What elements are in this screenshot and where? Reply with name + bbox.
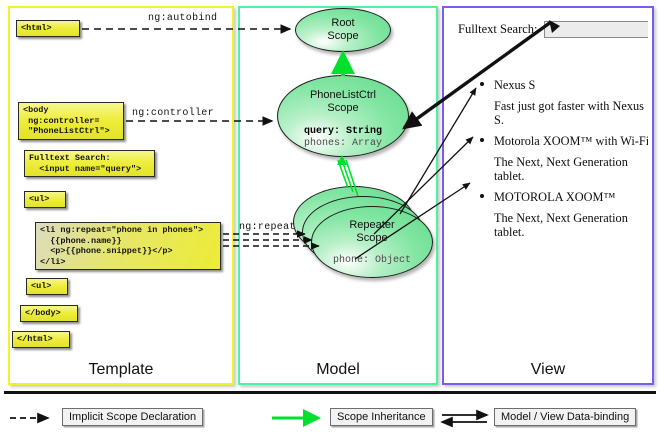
legend-item-scope-inheritance: Scope Inheritance [330,408,433,426]
bullet-icon [480,194,484,198]
scope-phonelistctrl-prop-phones: phones: Array [303,138,382,149]
template-box-fulltext-search: Fulltext Search: <input name="query"> [24,150,155,177]
template-box-ul-close: <ul> [26,278,68,295]
connector-label-autobind: ng:autobind [148,13,218,24]
template-box-html-open: <html> [16,20,80,37]
legend-item-implicit-scope-declaration: Implicit Scope Declaration [62,408,204,426]
list-item-title: MOTOROLA XOOM™ [494,190,616,204]
connector-label-repeat: ng:repeat [239,222,296,233]
view-phone-list: Nexus S Fast just got faster with Nexus … [480,78,648,246]
scope-root-title-2: Scope [327,30,359,42]
view-panel-content: Fulltext Search: Nexus S Fast just got f… [444,8,648,379]
template-box-li-repeat: <li ng:repeat="phone in phones"> {{phone… [35,222,221,270]
scope-repeater-title-1: Repeater [349,219,395,231]
scope-repeater-title-2: Scope [356,232,388,244]
scope-repeater: Repeater Scope phone: Object [311,206,433,278]
list-item-snippet: The Next, Next Generation tablet. [494,211,628,239]
legend: Implicit Scope Declaration Scope Inherit… [0,405,660,431]
list-item-title: Motorola XOOM™ with Wi-Fi [494,134,648,148]
scope-root: Root Scope [295,8,391,52]
column-label-view: View [530,361,566,378]
view-search-input[interactable] [544,21,648,38]
list-item-title: Nexus S [494,78,536,92]
template-box-html-close: </html> [12,331,70,348]
scope-phonelistctrl-title-2: Scope [327,102,359,114]
bullet-icon [480,82,484,86]
template-box-body-open: <body ng:controller= "PhoneListCtrl"> [18,102,124,140]
list-item-snippet: Fast just got faster with Nexus S. [494,99,644,127]
legend-item-model-view-data-binding: Model / View Data-binding [494,408,637,426]
list-item[interactable]: Nexus S Fast just got faster with Nexus … [480,78,648,127]
scope-phonelistctrl-prop-query: query: String [303,126,382,137]
legend-divider [4,391,656,394]
scope-phonelistctrl-title-1: PhoneListCtrl [309,89,377,101]
view-search-label: Fulltext Search: [458,22,538,36]
scope-repeater-prop-phone: phone: Object [332,255,411,266]
list-item[interactable]: MOTOROLA XOOM™ The Next, Next Generation… [480,190,648,239]
list-item-snippet: The Next, Next Generation tablet. [494,155,628,183]
template-box-body-close: </body> [20,305,78,322]
column-label-model: Model [316,361,360,378]
list-item[interactable]: Motorola XOOM™ with Wi-Fi The Next, Next… [480,134,648,183]
template-box-ul-open: <ul> [24,191,66,208]
bullet-icon [480,138,484,142]
column-label-template: Template [88,361,154,378]
connector-label-controller: ng:controller [132,108,214,119]
scope-root-title-1: Root [331,17,355,29]
scope-phonelistctrl: PhoneListCtrl Scope query: String phones… [277,75,409,157]
